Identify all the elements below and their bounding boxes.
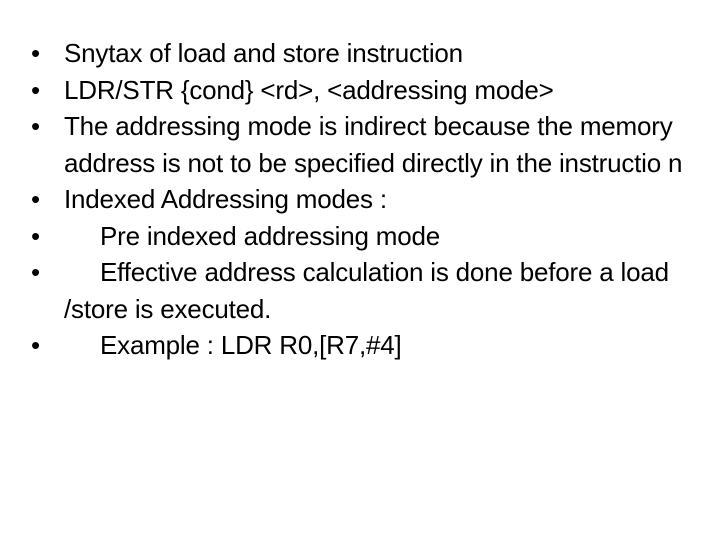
bullet-icon: • [31,257,40,287]
bullet-text: Snytax of load and store instruction [64,38,463,68]
bullet-item-indexed-modes: • Indexed Addressing modes : [28,181,688,218]
bullet-text: Example : LDR R0,[R7,#4] [100,330,402,360]
bullet-text: Effective address calculation is done be… [64,257,669,324]
bullet-item-addressing-mode: • The addressing mode is indirect becaus… [28,108,688,181]
bullet-icon: • [31,330,40,360]
bullet-icon: • [31,38,40,68]
bullet-item-ldr-str: • LDR/STR {cond} <rd>, <addressing mode> [28,72,688,109]
bullet-item-effective-address: • Effective address calculation is done … [28,254,688,327]
bullet-icon: • [31,220,40,251]
bullet-text: Pre indexed addressing mode [100,220,441,251]
bullet-icon: • [31,184,40,214]
bullet-list: • Snytax of load and store instruction •… [28,35,688,364]
bullet-text: The addressing mode is indirect because … [64,111,683,178]
bullet-item-example: • Example : LDR R0,[R7,#4] [28,327,688,364]
bullet-text: Indexed Addressing modes : [64,184,387,214]
bullet-icon: • [31,74,40,105]
bullet-item-syntax: • Snytax of load and store instruction [28,35,688,72]
bullet-text: LDR/STR {cond} <rd>, <addressing mode> [64,74,554,105]
bullet-icon: • [31,111,40,141]
bullet-item-pre-indexed: • Pre indexed addressing mode [28,218,688,255]
